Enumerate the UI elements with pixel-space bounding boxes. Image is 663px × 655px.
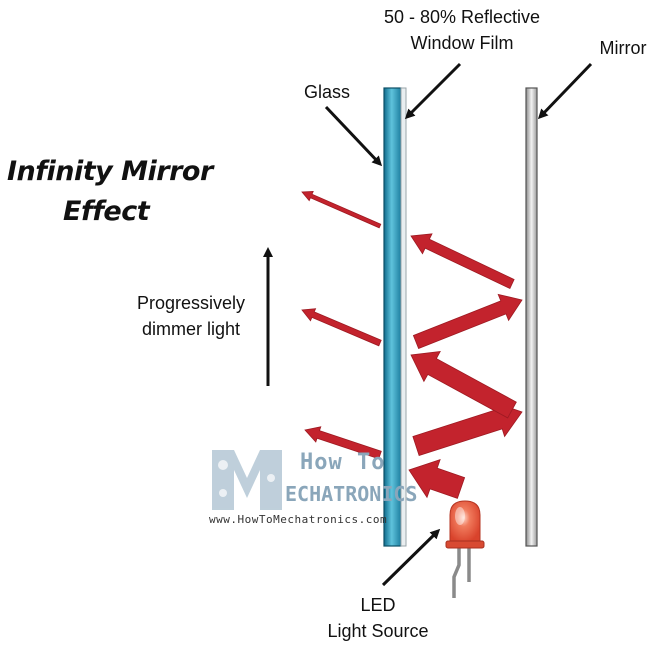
reflective-film [400, 87, 407, 547]
glass-pointer-arrow [324, 105, 383, 167]
transmitted-arrow-mid [301, 308, 382, 347]
transmitted-arrow-low [304, 426, 382, 460]
film-label-line-2: Window Film [410, 33, 514, 53]
dimmer-label-line-1: Progressively [136, 293, 246, 313]
title-line-1: Infinity Mirror [7, 156, 213, 187]
mirror-label: Mirror [599, 38, 647, 58]
dimmer-label-line-2: dimmer light [141, 319, 241, 339]
glass-panel [383, 87, 402, 547]
led-highlight [455, 507, 465, 525]
led-label-line-1: LED [360, 595, 396, 615]
watermark-url: www.HowToMechatronics.com [209, 513, 388, 526]
watermark-line-2: ECHATRONICS [285, 482, 418, 506]
led-bulb [449, 500, 481, 544]
watermark-logo [212, 450, 282, 510]
led-rim [445, 540, 485, 549]
reflection-arrow-mirror-to-film-2 [410, 233, 515, 290]
led-label-line-2: Light Source [327, 621, 429, 641]
led-pointer-arrow [381, 528, 441, 587]
light-arrows [301, 190, 523, 499]
title-line-2: Effect [63, 196, 150, 227]
watermark-line-1: How To [300, 450, 386, 475]
reflection-arrow-film-to-mirror-2 [412, 293, 523, 350]
mirror-panel [525, 87, 538, 547]
transmitted-arrow-high [301, 190, 382, 229]
mirror-pointer-arrow [537, 62, 593, 120]
led-component [445, 500, 485, 598]
film-label-line-1: 50 - 80% Reflective [383, 7, 541, 27]
led-emission-arrow [408, 458, 466, 499]
film-pointer-arrow [404, 62, 462, 120]
glass-label: Glass [303, 82, 350, 102]
led-lead-left [452, 545, 461, 598]
reflection-arrow-mirror-to-film-1 [410, 351, 517, 419]
